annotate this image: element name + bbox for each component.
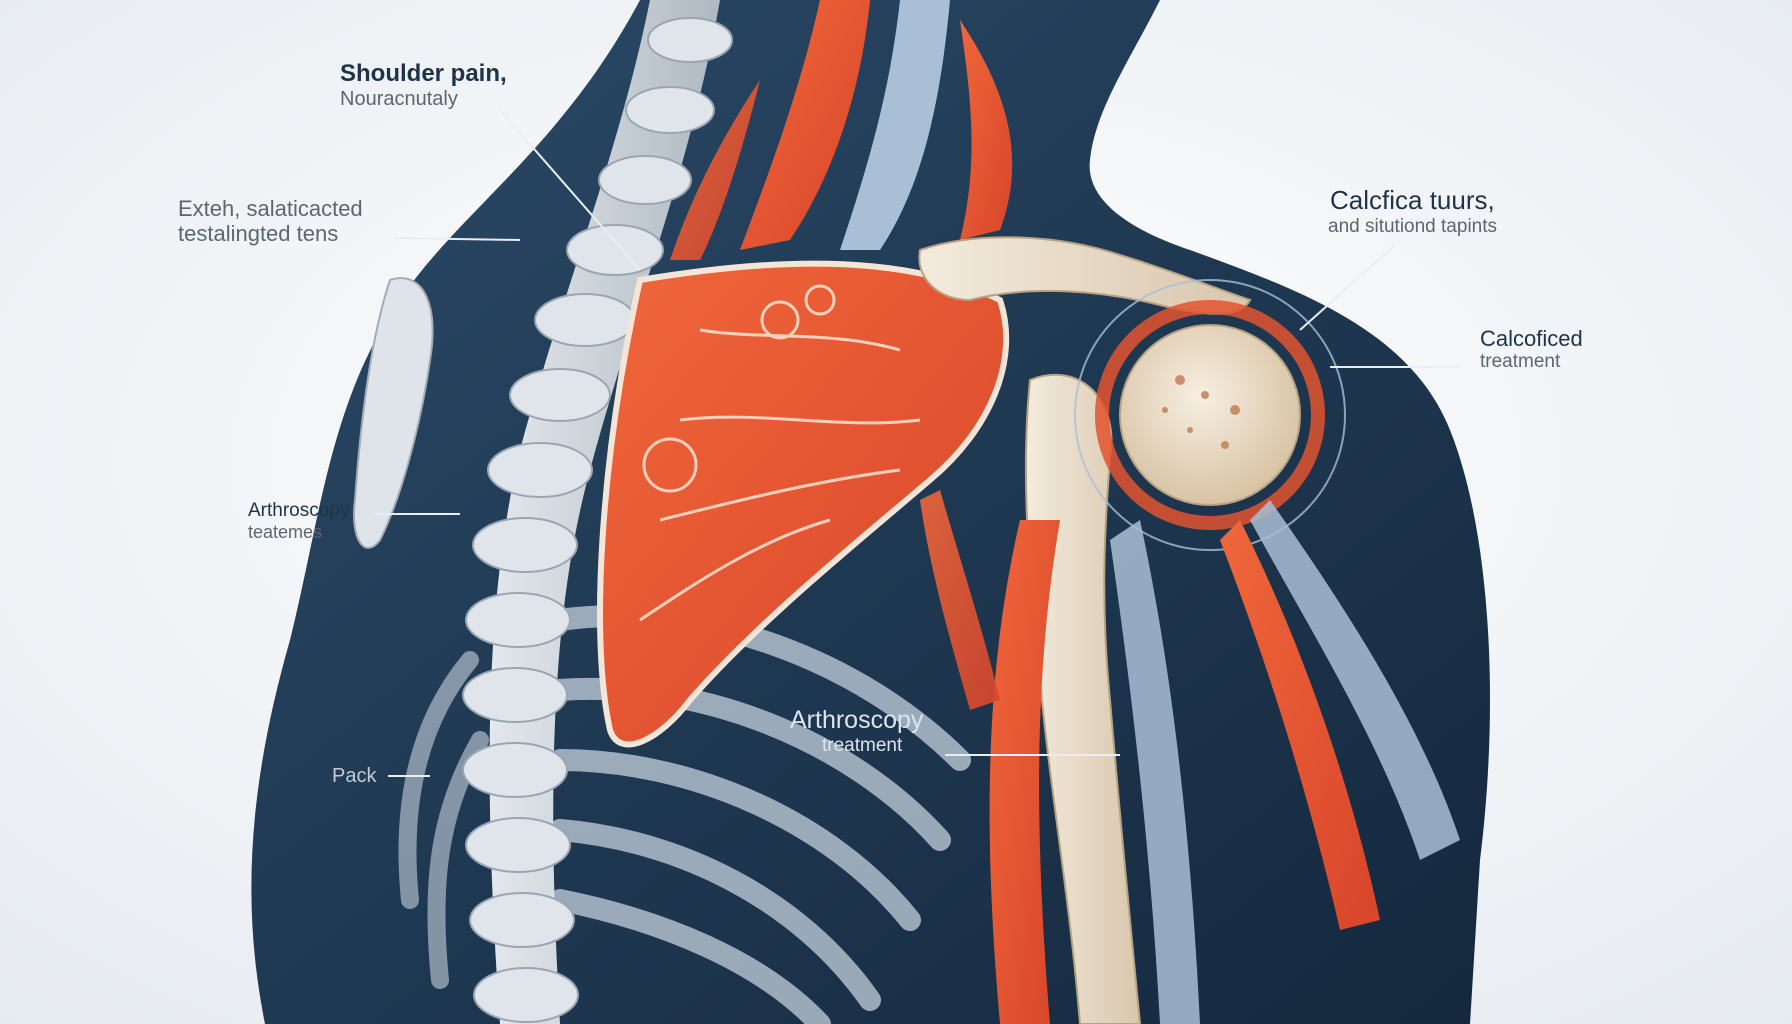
leader-lines — [375, 109, 1460, 777]
label-shoulder-pain: Shoulder pain, Nouracnutaly — [340, 60, 507, 111]
label-calcifica-line2: and situtiond tapints — [1328, 215, 1498, 237]
label-pack: Pack — [332, 765, 376, 788]
label-extended: Exteh, salaticacted testalingted tens — [178, 196, 363, 247]
neck-muscles — [670, 0, 1013, 260]
label-arthroscopy-center-line2: treatment — [822, 734, 903, 756]
calcification-dots — [1162, 375, 1240, 449]
label-shoulder-pain-line1: Shoulder pain, — [340, 60, 507, 87]
label-extended-line2: testalingted tens — [178, 221, 339, 247]
label-calcifica-line1: Calcfica tuurs, — [1330, 185, 1495, 215]
highlight-ring — [1074, 279, 1346, 551]
label-calcoficed: Calcoficed treatment — [1480, 326, 1583, 373]
label-pack-line1: Pack — [332, 765, 377, 787]
label-arthroscopy-center: Arthroscopy treatment — [790, 706, 923, 757]
scapula-detail — [639, 284, 921, 622]
left-bone-fragment — [353, 277, 434, 549]
label-shoulder-pain-line2: Nouracnutaly — [340, 87, 458, 110]
label-arthroscopy-center-line1: Arthroscopy — [790, 706, 924, 734]
humeral-head-ring — [1095, 300, 1325, 530]
arm-muscles — [920, 490, 1460, 1024]
label-arthroscopy-left-line1: Arthroscopy — [248, 500, 350, 521]
humeral-head — [1119, 324, 1301, 506]
label-arthroscopy-left: Arthroscopy teatemes — [248, 500, 349, 543]
label-calcoficed-line2: treatment — [1480, 351, 1561, 373]
label-calcoficed-line1: Calcoficed — [1480, 326, 1583, 351]
label-arthroscopy-left-line2: teatemes — [248, 521, 323, 542]
label-calcifica: Calcfica tuurs, and situtiond tapints — [1328, 185, 1498, 238]
rib-cage — [398, 605, 971, 1024]
spine — [462, 0, 733, 1024]
label-extended-line1: Exteh, salaticacted — [178, 196, 363, 221]
